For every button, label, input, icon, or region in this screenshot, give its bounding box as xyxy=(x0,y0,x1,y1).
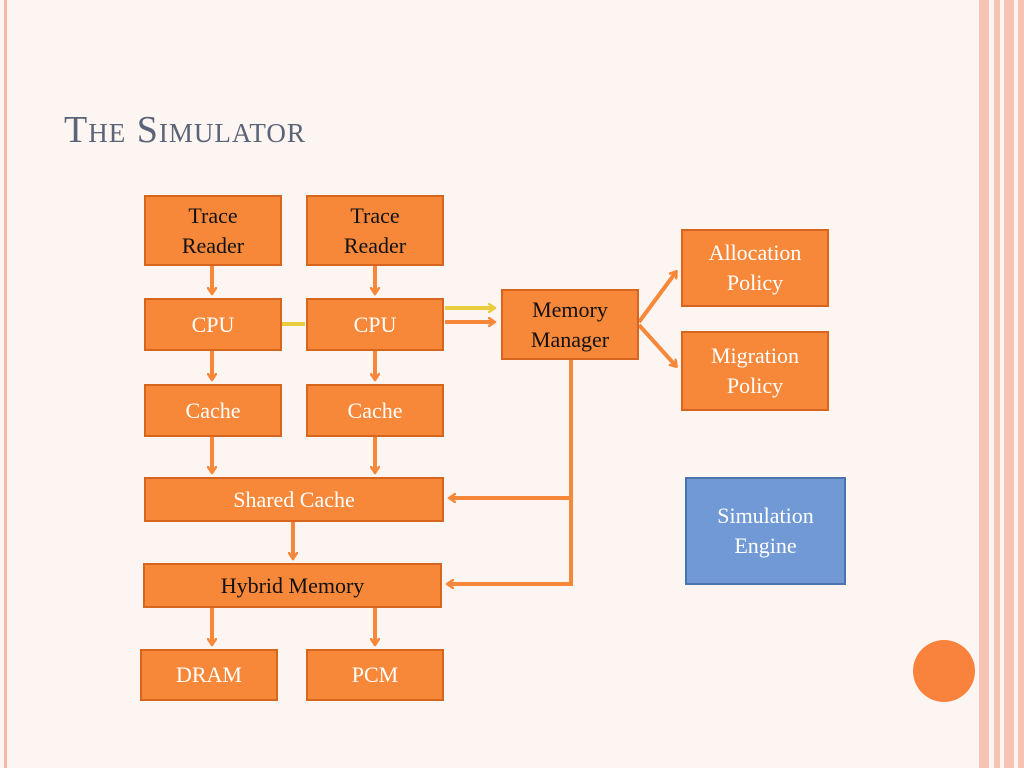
pcm-label: PCM xyxy=(351,662,399,687)
cache-1-label: Cache xyxy=(185,397,241,423)
left-border-stripe xyxy=(4,0,7,768)
cache-1-box: Cache xyxy=(144,384,282,437)
migration-policy-box: Migration Policy xyxy=(681,331,829,411)
simulation-engine-box: Simulation Engine xyxy=(685,477,846,585)
cpu-2-box: CPU xyxy=(306,298,444,351)
simulation-engine-label: Simulation Engine xyxy=(717,503,814,558)
cpu-1-label: CPU xyxy=(191,311,235,337)
cache-2-box: Cache xyxy=(306,384,444,437)
dram-label: DRAM xyxy=(175,662,242,687)
right-border-stripe xyxy=(994,0,1000,768)
cache-2-label: Cache xyxy=(347,397,403,423)
hybrid-memory-box: Hybrid Memory xyxy=(143,563,442,608)
arrow-manager-to-migration xyxy=(637,323,676,366)
right-border-stripe xyxy=(1018,0,1024,768)
right-border-stripe xyxy=(1004,0,1014,768)
shared-cache-label: Shared Cache xyxy=(233,486,355,512)
arrow-manager-to-hybrid xyxy=(448,498,573,584)
arrow-manager-to-shared xyxy=(450,360,573,498)
trace-reader-2-label: Trace Reader xyxy=(343,202,407,258)
pcm-box: PCM xyxy=(306,649,444,701)
dram-box: DRAM xyxy=(140,649,278,701)
right-border-stripe xyxy=(979,0,989,768)
slide-title: The Simulator xyxy=(64,109,306,151)
shared-cache-box: Shared Cache xyxy=(144,477,444,522)
trace-reader-1-box: Trace Reader xyxy=(144,195,282,266)
allocation-policy-label: Allocation Policy xyxy=(708,240,802,295)
hybrid-memory-label: Hybrid Memory xyxy=(220,572,365,598)
cpu-1-box: CPU xyxy=(144,298,282,351)
trace-reader-1-label: Trace Reader xyxy=(181,202,245,258)
memory-manager-box: Memory Manager xyxy=(501,289,639,360)
allocation-policy-box: Allocation Policy xyxy=(681,229,829,307)
cpu-2-label: CPU xyxy=(353,311,397,337)
decorative-circle xyxy=(913,640,975,702)
memory-manager-label: Memory Manager xyxy=(530,296,610,352)
trace-reader-2-box: Trace Reader xyxy=(306,195,444,266)
migration-policy-label: Migration Policy xyxy=(711,343,799,398)
arrow-manager-to-allocation xyxy=(637,272,676,324)
